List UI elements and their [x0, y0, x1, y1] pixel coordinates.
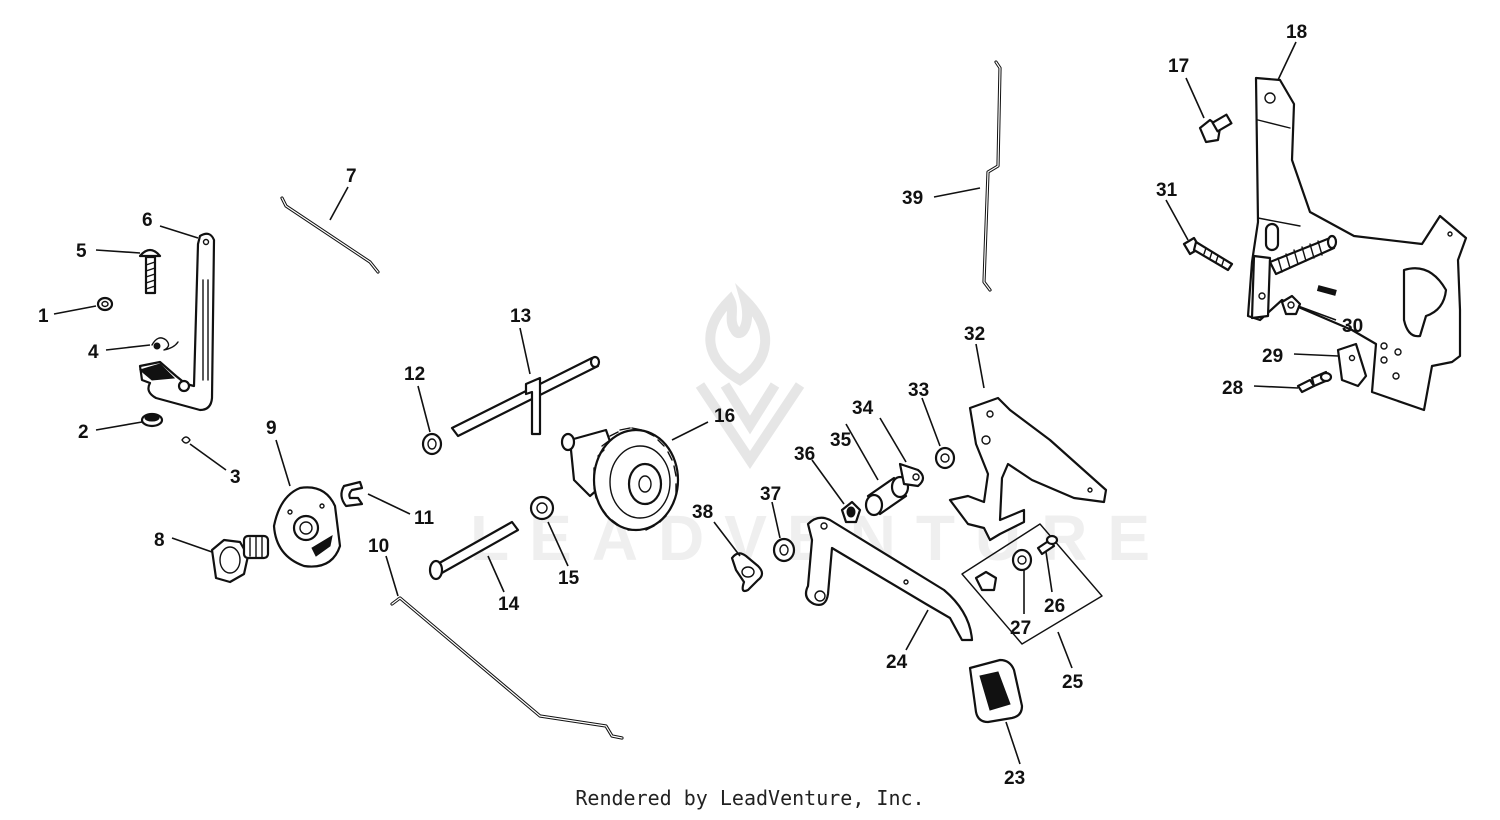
callout-32: 32 — [964, 324, 985, 345]
callout-31: 31 — [1156, 180, 1178, 201]
part-18-plate — [1246, 76, 1468, 412]
callout-4: 4 — [88, 342, 99, 363]
part-8-hex-bolt — [210, 534, 270, 584]
part-16-gear — [560, 427, 680, 532]
part-4-clip — [151, 337, 179, 351]
part-15-washer — [529, 495, 555, 521]
callout-7: 7 — [346, 166, 357, 187]
callout-14: 14 — [498, 594, 520, 615]
part-14-pin — [428, 520, 520, 581]
part-28-screw — [1296, 370, 1333, 394]
callout-15: 15 — [558, 568, 580, 589]
callout-37: 37 — [760, 484, 781, 505]
part-spring — [1268, 234, 1338, 276]
footer-credit: Rendered by LeadVenture, Inc. — [575, 786, 925, 810]
part-25-kit-box — [961, 523, 1103, 645]
part-17-bolt — [1198, 113, 1233, 144]
callout-30: 30 — [1342, 316, 1363, 337]
part-23-pad — [968, 658, 1024, 724]
callout-18: 18 — [1286, 22, 1307, 43]
part-31-bolt — [1182, 236, 1234, 272]
part-2-grommet — [140, 412, 164, 428]
callout-33: 33 — [908, 380, 929, 401]
callout-10: 10 — [368, 536, 389, 557]
part-33-washer — [934, 446, 956, 470]
callout-1: 1 — [38, 306, 49, 327]
part-5-bolt — [138, 248, 162, 295]
callout-11: 11 — [414, 508, 435, 529]
callout-16: 16 — [714, 406, 735, 427]
part-9-plate — [272, 486, 342, 568]
callout-34: 34 — [852, 398, 874, 419]
part-27-nut — [974, 548, 1033, 592]
part-24-lever-arm — [804, 516, 974, 642]
leader-lines — [53, 41, 1339, 765]
callout-36: 36 — [794, 444, 815, 465]
callout-numbers: 1 5 6 4 2 3 7 8 9 11 10 12 13 14 15 16 3… — [38, 22, 1363, 789]
callout-2: 2 — [78, 422, 89, 443]
callout-6: 6 — [142, 210, 153, 231]
callout-8: 8 — [154, 530, 165, 551]
callout-39: 39 — [902, 188, 923, 209]
part-3-pin — [181, 436, 191, 444]
part-11-clip — [340, 480, 364, 508]
callout-23: 23 — [1004, 768, 1025, 789]
callout-25: 25 — [1062, 672, 1084, 693]
part-10-rod — [390, 596, 624, 740]
callout-3: 3 — [230, 467, 241, 488]
part-30-nut — [1280, 294, 1302, 316]
callout-24: 24 — [886, 652, 908, 673]
part-6-lever — [138, 232, 216, 412]
callout-9: 9 — [266, 418, 277, 439]
part-34-clip — [898, 462, 925, 488]
part-38-wing-nut — [730, 552, 764, 593]
callout-29: 29 — [1262, 346, 1283, 367]
part-37-washer — [772, 537, 796, 563]
part-13-shaft — [450, 355, 601, 438]
part-32-bracket — [948, 396, 1108, 542]
part-12-washer — [421, 432, 443, 456]
callout-27: 27 — [1010, 618, 1031, 639]
part-29-bracket — [1336, 342, 1368, 388]
callout-28: 28 — [1222, 378, 1243, 399]
callout-35: 35 — [830, 430, 852, 451]
callout-12: 12 — [404, 364, 425, 385]
callout-38: 38 — [692, 502, 713, 523]
callout-13: 13 — [510, 306, 531, 327]
part-39-rod — [982, 60, 1002, 292]
part-7-rod — [280, 196, 380, 274]
callout-26: 26 — [1044, 596, 1065, 617]
part-36-nut — [840, 500, 862, 524]
part-26-screw — [1036, 534, 1059, 556]
callout-17: 17 — [1168, 56, 1189, 77]
part-1-nut — [96, 296, 114, 312]
callout-5: 5 — [76, 241, 87, 262]
